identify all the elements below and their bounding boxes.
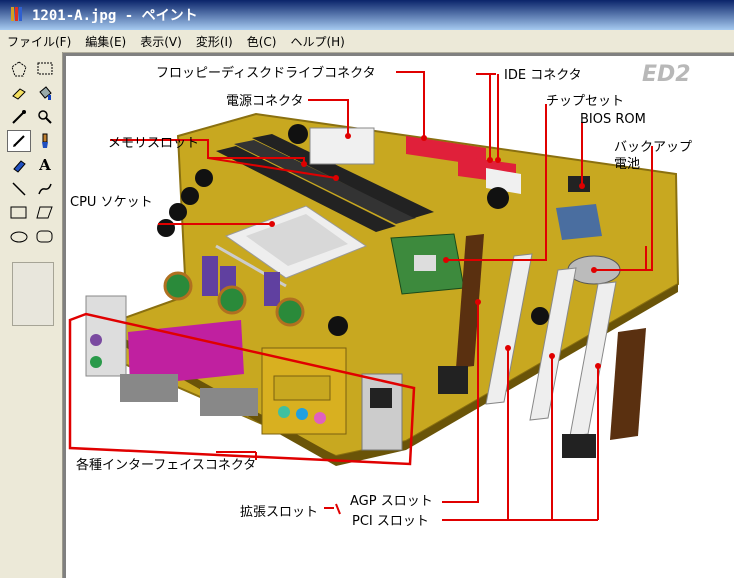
label-memory-slot: メモリスロット (108, 136, 200, 151)
canvas[interactable]: ED2 フロッピーディスクドライブコネクタ IDE コネクタ 電源コネクタ チッ… (66, 56, 734, 578)
ellipse-icon[interactable] (7, 226, 31, 248)
label-power-connector: 電源コネクタ (226, 94, 304, 109)
label-expansion-slot: 拡張スロット (240, 505, 319, 520)
menu-view[interactable]: 表示(V) (140, 34, 182, 49)
menu-colors[interactable]: 色(C) (246, 34, 277, 49)
color-picker-icon[interactable] (7, 106, 31, 128)
airbrush-icon[interactable] (7, 154, 31, 176)
line-icon[interactable] (7, 178, 31, 200)
rect-select-icon[interactable] (33, 58, 57, 80)
toolbox: A (0, 52, 63, 578)
rectangle-icon[interactable] (7, 202, 31, 224)
free-select-icon[interactable] (7, 58, 31, 80)
polygon-icon[interactable] (33, 202, 57, 224)
label-ide-connector: IDE コネクタ (504, 68, 582, 83)
label-bios-rom: BIOS ROM (580, 112, 646, 127)
label-interface-connectors: 各種インターフェイスコネクタ (76, 458, 257, 473)
label-chipset: チップセット (546, 94, 625, 109)
menu-help[interactable]: ヘルプ(H) (290, 34, 345, 49)
menu-bar: ファイル(F) 編集(E) 表示(V) 変形(I) 色(C) ヘルプ(H) (0, 30, 734, 53)
menu-image[interactable]: 変形(I) (195, 34, 233, 49)
window-title: 1201-A.jpg - ペイント (32, 8, 198, 24)
magnifier-icon[interactable] (33, 106, 57, 128)
menu-file[interactable]: ファイル(F) (7, 34, 72, 49)
tool-options-box[interactable] (12, 262, 54, 326)
label-fdd-connector: フロッピーディスクドライブコネクタ (156, 66, 376, 81)
label-pci-slot: PCI スロット (352, 514, 429, 529)
label-cpu-socket: CPU ソケット (70, 195, 153, 210)
memory-slots-image (216, 134, 434, 232)
title-bar: 1201-A.jpg - ペイント (0, 0, 734, 30)
menu-edit[interactable]: 編集(E) (85, 34, 127, 49)
curve-icon[interactable] (33, 178, 57, 200)
label-backup-battery-2: 電池 (614, 157, 641, 172)
label-backup-battery-1: バックアップ (614, 140, 693, 155)
paint-app-icon (11, 7, 22, 21)
eraser-icon[interactable] (7, 82, 31, 104)
text-tool-icon[interactable]: A (39, 156, 51, 174)
ed2-logo: ED2 (642, 62, 691, 87)
rounded-rect-icon[interactable] (33, 226, 57, 248)
brush-icon[interactable] (33, 130, 57, 152)
pencil-icon[interactable] (7, 130, 31, 152)
motherboard-illustration (68, 71, 680, 521)
label-agp-slot: AGP スロット (350, 494, 433, 509)
fill-icon[interactable] (33, 82, 57, 104)
